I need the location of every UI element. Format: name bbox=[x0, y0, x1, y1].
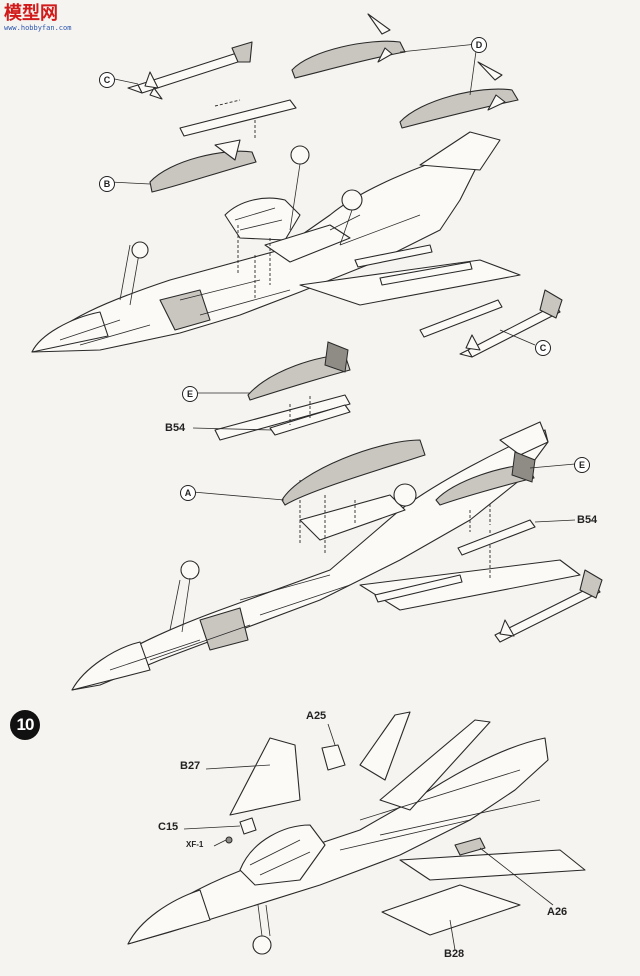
middle-bomb-e-left bbox=[247, 341, 351, 401]
middle-missile-right bbox=[494, 569, 603, 643]
top-main-wheel-2 bbox=[341, 189, 363, 211]
middle-aircraft-assembly bbox=[71, 394, 581, 691]
callout-e-right: E bbox=[574, 457, 590, 473]
top-intake bbox=[159, 289, 211, 331]
callout-b28: B28 bbox=[444, 948, 465, 960]
middle-bomb-e-right bbox=[435, 451, 536, 506]
middle-nose-cone bbox=[71, 641, 151, 691]
site-watermark: 模型网 www.hobbyfan.com bbox=[4, 3, 72, 33]
middle-fuel-tank-a bbox=[281, 439, 426, 506]
callout-a26: A26 bbox=[547, 906, 568, 918]
bottom-aircraft-assembly bbox=[127, 711, 586, 955]
middle-pylon-b54-left bbox=[269, 396, 351, 436]
bottom-cockpit-tub bbox=[239, 824, 326, 886]
top-missile-d-2 bbox=[399, 61, 519, 129]
callout-c-top: C bbox=[99, 72, 115, 88]
middle-pylon-left bbox=[214, 394, 351, 441]
top-missile-b bbox=[149, 139, 257, 193]
middle-nose-wheel bbox=[180, 560, 200, 580]
bottom-part-a25 bbox=[321, 744, 346, 771]
bottom-part-a26 bbox=[454, 837, 486, 856]
top-aircraft-assembly bbox=[31, 131, 521, 353]
callout-d-top: D bbox=[471, 37, 487, 53]
top-missile-d-1 bbox=[291, 13, 406, 79]
bottom-right-wing bbox=[399, 849, 586, 881]
watermark-brand: 模型网 bbox=[4, 3, 58, 24]
top-missile-c bbox=[127, 41, 253, 100]
callout-b54-left: B54 bbox=[165, 422, 186, 434]
watermark-url: www.hobbyfan.com bbox=[4, 24, 72, 32]
callout-e-left: E bbox=[182, 386, 198, 402]
top-pylon-lower bbox=[419, 299, 503, 338]
callout-b54-right: B54 bbox=[577, 514, 598, 526]
callout-a-mid: A bbox=[180, 485, 196, 501]
top-pylon-1 bbox=[354, 244, 433, 268]
step-number-badge: 10 bbox=[10, 710, 40, 740]
top-nose-wheel bbox=[131, 241, 149, 259]
bottom-part-c15 bbox=[225, 817, 257, 844]
middle-pylon-right-1 bbox=[374, 574, 463, 603]
bottom-tail-fin-upper bbox=[359, 711, 411, 781]
callout-a25: A25 bbox=[306, 710, 327, 722]
top-main-wheel-1 bbox=[290, 145, 310, 165]
bottom-nose-cone bbox=[127, 889, 211, 945]
bottom-part-b28 bbox=[381, 884, 521, 936]
bottom-nose-wheel bbox=[252, 935, 272, 955]
callout-xf1: XF-1 bbox=[186, 840, 204, 849]
top-left-wing bbox=[264, 224, 351, 263]
top-cockpit bbox=[224, 197, 301, 241]
callout-c15: C15 bbox=[158, 821, 179, 833]
bottom-part-b27 bbox=[229, 737, 301, 816]
callout-c-bottom: C bbox=[535, 340, 551, 356]
top-missile-c-lower bbox=[459, 289, 563, 358]
callout-b-top: B bbox=[99, 176, 115, 192]
bottom-tail-fin-lower bbox=[379, 719, 491, 811]
middle-main-wheel bbox=[393, 483, 417, 507]
top-tail-fin bbox=[419, 131, 501, 171]
callout-b27: B27 bbox=[180, 760, 201, 772]
top-pylon-2 bbox=[379, 261, 473, 286]
top-nose-cone bbox=[31, 311, 109, 353]
top-right-wing bbox=[299, 259, 521, 306]
middle-tail-fin bbox=[499, 421, 549, 456]
middle-right-wing bbox=[359, 559, 581, 611]
top-pylon-c-mount bbox=[179, 99, 297, 140]
middle-pylon-b54-right bbox=[457, 504, 536, 556]
middle-left-wing bbox=[299, 494, 406, 541]
